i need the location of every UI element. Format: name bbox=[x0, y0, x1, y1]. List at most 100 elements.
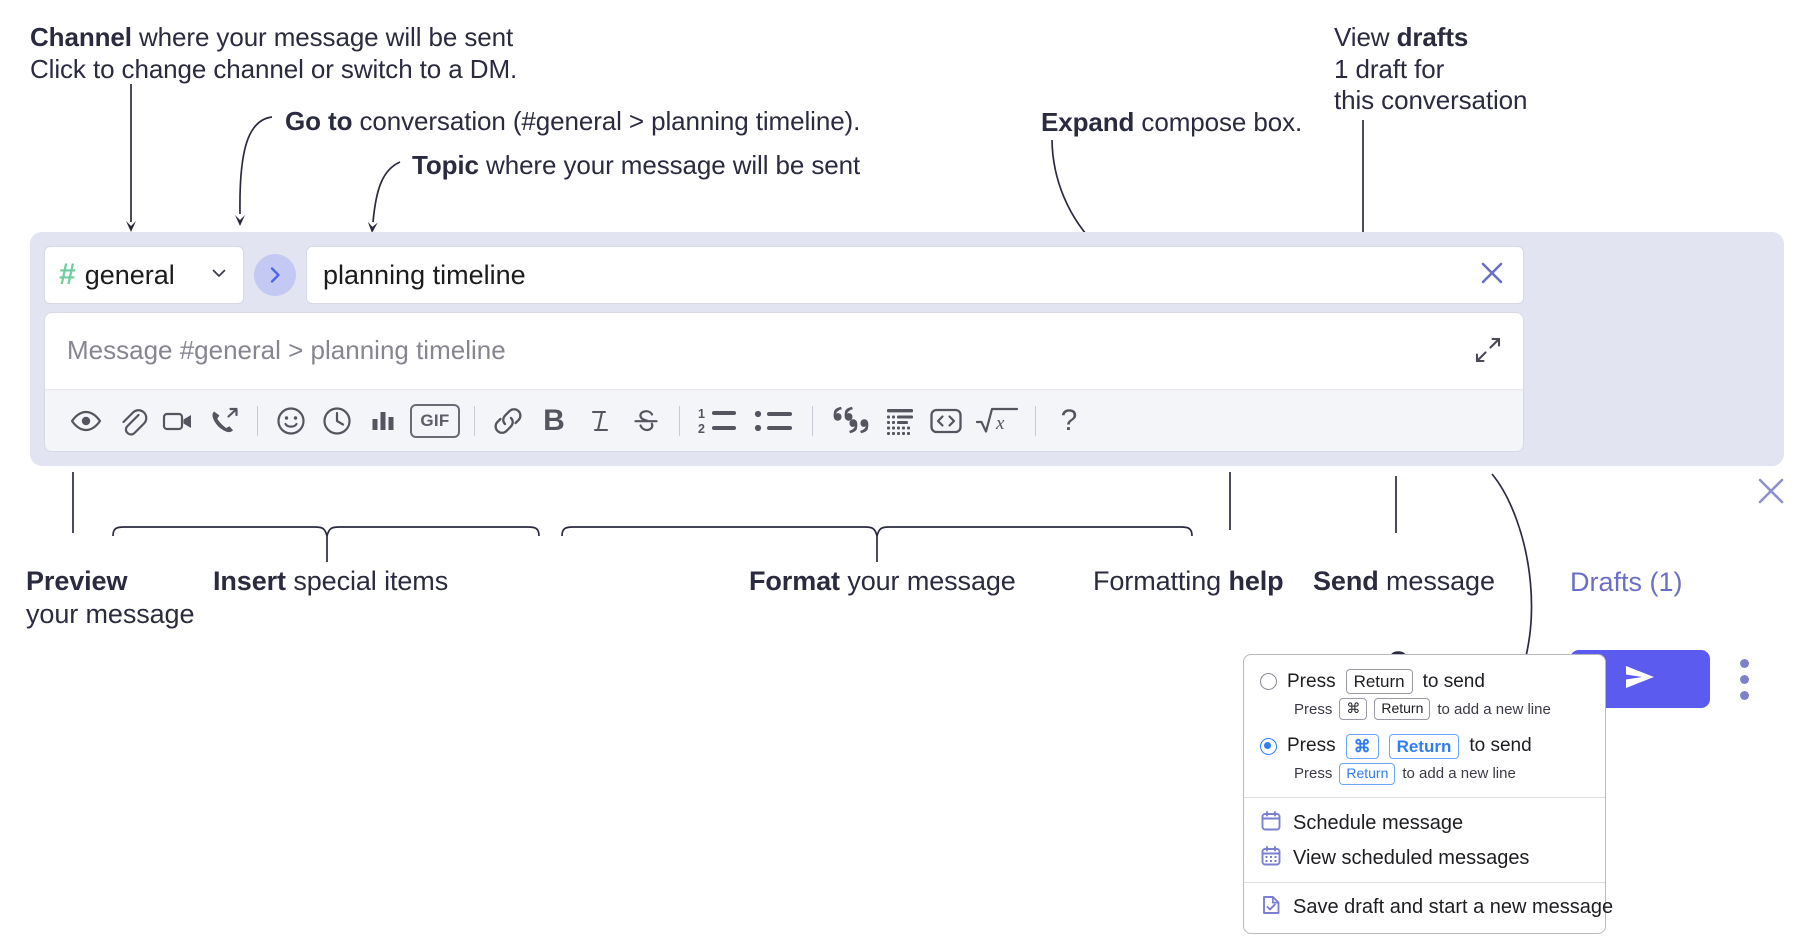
compose-inner: # general planni bbox=[44, 246, 1524, 452]
chevron-right-icon bbox=[264, 264, 286, 286]
annotation-topic-bold: Topic bbox=[412, 150, 479, 180]
key-return-sub: Return bbox=[1374, 698, 1431, 720]
send-option-cmd-return[interactable]: Press ⌘ Return to send bbox=[1244, 732, 1605, 761]
annotation-help: Formatting help bbox=[1093, 565, 1284, 598]
gif-icon[interactable]: GIF bbox=[406, 398, 464, 444]
formatting-toolbar: GIF B bbox=[45, 389, 1523, 451]
annotation-drafts-lead: View bbox=[1334, 22, 1397, 52]
close-icon[interactable] bbox=[1475, 256, 1509, 295]
blockquote-icon[interactable] bbox=[823, 398, 877, 444]
drafts-link[interactable]: Drafts (1) bbox=[1570, 567, 1683, 597]
menu-item-label: Save draft and start a new message bbox=[1293, 895, 1614, 918]
option1-post: to send bbox=[1422, 670, 1485, 692]
compose-panel: # general planni bbox=[30, 232, 1784, 708]
key-return: Return bbox=[1345, 669, 1413, 695]
annotation-channel-sub: Click to change channel or switch to a D… bbox=[30, 54, 518, 84]
goto-conversation-button[interactable] bbox=[254, 254, 296, 296]
separator-4 bbox=[812, 405, 813, 436]
help-label: ? bbox=[1060, 403, 1078, 437]
annotation-goto-bold: Go to bbox=[285, 106, 353, 136]
annotation-help-lead: Formatting bbox=[1093, 566, 1229, 596]
annotation-send: Send message bbox=[1313, 565, 1495, 598]
call-icon[interactable] bbox=[201, 398, 247, 444]
message-editor[interactable]: Message #general > planning timeline bbox=[44, 312, 1524, 452]
annotation-drafts-sub1: 1 draft for bbox=[1334, 54, 1445, 84]
annotation-send-rest: message bbox=[1378, 566, 1495, 596]
key-return-sub-2: Return bbox=[1339, 763, 1396, 785]
more-vertical-dot-1 bbox=[1739, 658, 1749, 668]
more-vertical-dot-3 bbox=[1739, 690, 1749, 700]
annotation-drafts-sub2: this conversation bbox=[1334, 85, 1528, 115]
attachment-icon[interactable] bbox=[109, 398, 155, 444]
option1-sub-pre: Press bbox=[1294, 700, 1333, 718]
annotation-goto-rest: conversation (#general > planning timeli… bbox=[352, 106, 861, 136]
calendar-grid-icon bbox=[1260, 845, 1282, 872]
close-compose-button[interactable] bbox=[1752, 472, 1790, 515]
expand-icon[interactable] bbox=[1473, 335, 1503, 370]
annotation-expand: Expand compose box. bbox=[1041, 107, 1302, 139]
bulleted-list-icon[interactable] bbox=[746, 398, 802, 444]
strikethrough-icon[interactable] bbox=[623, 398, 669, 444]
key-command-2: ⌘ bbox=[1345, 733, 1379, 759]
send-paper-plane-icon bbox=[1618, 660, 1662, 699]
annotation-format-bold: Format bbox=[749, 566, 840, 596]
annotation-expand-rest: compose box. bbox=[1134, 107, 1303, 137]
send-option-return-hint: Press ⌘ Return to add a new line bbox=[1244, 696, 1605, 722]
annotation-insert: Insert special items bbox=[213, 565, 448, 598]
annotation-insert-rest: special items bbox=[285, 566, 449, 596]
calendar-icon bbox=[1260, 810, 1282, 837]
chevron-down-icon bbox=[209, 263, 229, 288]
code-block-icon[interactable] bbox=[877, 398, 923, 444]
radio-return[interactable] bbox=[1260, 673, 1277, 691]
annotation-channel-bold: Channel bbox=[30, 22, 132, 52]
separator-5 bbox=[1035, 405, 1036, 436]
option2-sub-pre: Press bbox=[1294, 765, 1333, 783]
more-vertical-dot-2 bbox=[1739, 674, 1749, 684]
topic-input[interactable]: planning timeline bbox=[306, 246, 1524, 304]
menu-divider-2 bbox=[1244, 881, 1605, 883]
italic-icon[interactable] bbox=[577, 398, 623, 444]
compose-options-menu: Press Return to send Press ⌘ Return to a… bbox=[1243, 654, 1613, 934]
link-icon[interactable] bbox=[485, 398, 531, 444]
topic-value: planning timeline bbox=[323, 259, 526, 290]
bold-label: B bbox=[543, 403, 565, 437]
key-return-2: Return bbox=[1388, 733, 1460, 759]
annotation-preview-line1: Preview bbox=[26, 566, 128, 596]
separator-2 bbox=[474, 405, 475, 436]
compose-options-button[interactable] bbox=[1730, 656, 1758, 702]
menu-item-view-scheduled[interactable]: View scheduled messages bbox=[1244, 841, 1605, 882]
message-placeholder: Message #general > planning timeline bbox=[67, 335, 506, 365]
option1-sub-post: to add a new line bbox=[1437, 700, 1551, 718]
annotation-channel: Channel where your message will be sent bbox=[30, 22, 513, 54]
video-icon[interactable] bbox=[155, 398, 201, 444]
option1-pre: Press bbox=[1287, 670, 1336, 692]
help-icon[interactable]: ? bbox=[1046, 398, 1092, 444]
annotation-expand-bold: Expand bbox=[1041, 107, 1135, 137]
annotation-goto: Go to conversation (#general > planning … bbox=[285, 106, 860, 138]
radio-cmd-return[interactable] bbox=[1260, 737, 1277, 755]
annotation-send-bold: Send bbox=[1313, 566, 1379, 596]
annotation-preview-line2: your message bbox=[26, 599, 195, 629]
compose-header-row: # general planni bbox=[44, 246, 1524, 304]
ordered-list-icon[interactable]: 1 2 bbox=[690, 398, 746, 444]
option2-sub-post: to add a new line bbox=[1402, 765, 1516, 783]
annotation-channel-rest: where your message will be sent bbox=[131, 22, 514, 52]
annotation-format: Format your message bbox=[749, 565, 1016, 598]
annotation-drafts-bold: drafts bbox=[1396, 22, 1469, 52]
menu-item-schedule-message[interactable]: Schedule message bbox=[1244, 798, 1605, 841]
annotation-drafts: View drafts bbox=[1334, 22, 1468, 54]
preview-icon[interactable] bbox=[63, 398, 109, 444]
clock-icon[interactable] bbox=[314, 398, 360, 444]
poll-icon[interactable] bbox=[360, 398, 406, 444]
annotation-topic-rest: where your message will be sent bbox=[478, 150, 861, 180]
hash-icon: # bbox=[59, 258, 76, 291]
menu-item-save-draft[interactable]: Save draft and start a new message bbox=[1244, 883, 1613, 933]
math-icon[interactable]: x bbox=[969, 398, 1025, 444]
send-option-cmd-return-hint: Press Return to add a new line bbox=[1244, 761, 1605, 787]
code-icon[interactable] bbox=[923, 398, 969, 444]
channel-selector[interactable]: # general bbox=[44, 246, 244, 304]
bold-icon[interactable]: B bbox=[531, 398, 577, 444]
send-option-return[interactable]: Press Return to send bbox=[1244, 667, 1605, 696]
emoji-icon[interactable] bbox=[268, 398, 314, 444]
